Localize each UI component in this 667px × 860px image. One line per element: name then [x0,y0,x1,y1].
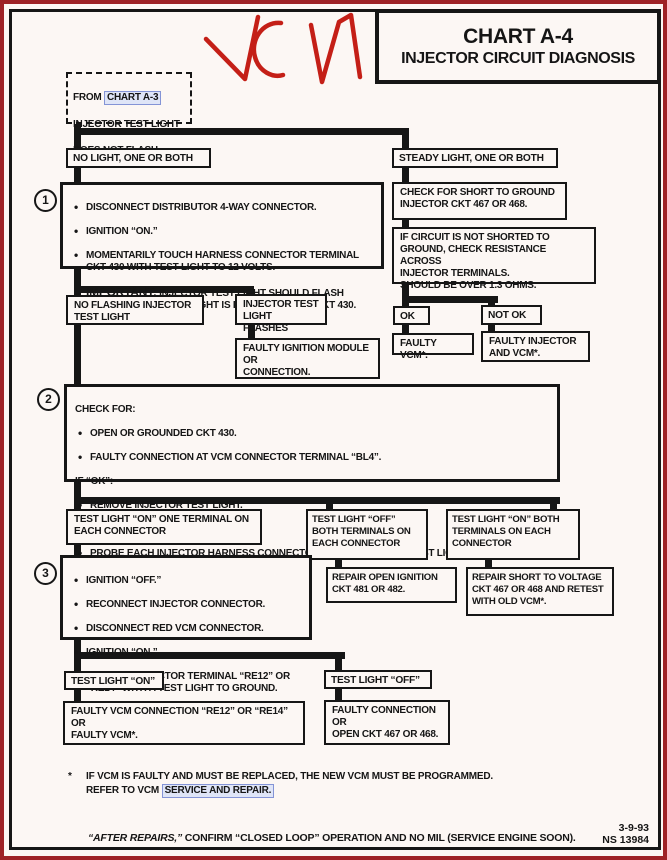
box-no-light-header: NO LIGHT, ONE OR BOTH [66,148,211,168]
box-test-light-off: TEST LIGHT “OFF” [324,670,432,689]
box-faulty-ignition-module: FAULTY IGNITION MODULE OR CONNECTION. [235,338,380,379]
paper: CHART A-4 INJECTOR CIRCUIT DIAGNOSIS [4,4,663,856]
box-not-ok: NOT OK [481,305,542,325]
box-faulty-vcm-connection: FAULTY VCM CONNECTION “RE12” OR “RE14” O… [63,701,305,745]
box-test-light-on: TEST LIGHT “ON” [64,671,164,690]
chart-title: CHART A-4 [463,24,573,48]
connector [402,220,409,227]
connector [402,284,409,306]
footnote-line2-prefix: REFER TO VCM [86,785,159,796]
box-repair-open-ignition: REPAIR OPEN IGNITION CKT 481 OR 482. [326,567,457,603]
box-steady-light-header: STEADY LIGHT, ONE OR BOTH [392,148,558,168]
connector [402,296,498,303]
connector [485,560,492,567]
step2-bullet: REMOVE INJECTOR TEST LIGHT. [75,499,549,512]
revision-block: 3-9-93 NS 13984 [579,822,649,846]
connector [335,560,342,567]
footnote: IF VCM IS FAULTY AND MUST BE REPLACED, T… [86,770,646,798]
box-repair-short-voltage: REPAIR SHORT TO VOLTAGE CKT 467 OR 468 A… [466,567,614,616]
chart-subtitle: INJECTOR CIRCUIT DIAGNOSIS [401,49,635,67]
connector [248,325,255,338]
box-off-both-terminals: TEST LIGHT “OFF” BOTH TERMINALS ON EACH … [306,509,428,560]
connector [247,286,254,296]
box-ok: OK [393,306,430,325]
connector [74,482,81,509]
after-repairs-text: CONFIRM “CLOSED LOOP” OPERATION AND NO M… [184,832,576,844]
step2-bullet: OPEN OR GROUNDED CKT 430. [75,427,549,440]
connector [402,325,409,333]
step2-mid: IF “OK”: [75,476,113,487]
document-number: NS 13984 [602,834,649,846]
connector [74,325,81,384]
connector [74,269,81,296]
from-label: FROM [73,92,102,103]
service-and-repair-link[interactable]: SERVICE AND REPAIR. [161,784,275,798]
step1-bullet: MOMENTARILY TOUCH HARNESS CONNECTOR TERM… [71,249,373,274]
connector [488,296,495,306]
box-step-2: CHECK FOR: OPEN OR GROUNDED CKT 430. FAU… [64,384,560,559]
connector [402,135,409,150]
box-faulty-vcm: FAULTY VCM*. [392,333,474,361]
footnote-star: * [68,771,72,782]
step3-bullet: DISCONNECT RED VCM CONNECTOR. [71,622,301,635]
box-step-3: IGNITION “OFF.” RECONNECT INJECTOR CONNE… [60,555,312,694]
page-frame [9,9,661,850]
box-on-one-terminal: TEST LIGHT “ON” ONE TERMINAL ON EACH CON… [66,509,262,545]
connector [74,122,81,150]
after-repairs-note: “AFTER REPAIRS,” CONFIRM “CLOSED LOOP” O… [88,831,608,845]
handwritten-letter-m [308,12,363,85]
step1-bullet: DISCONNECT DISTRIBUTOR 4-WAY CONNECTOR. [71,201,373,214]
connector [74,286,254,293]
footnote-line1: IF VCM IS FAULTY AND MUST BE REPLACED, T… [86,771,493,782]
step1-bullet: IGNITION “ON.” [71,225,373,238]
start-box: FROM CHART A-3 INJECTOR TEST LIGHT DOES … [66,72,192,156]
connector [335,689,342,700]
revision-date: 3-9-93 [618,822,649,834]
connector [402,168,409,182]
step3-bullet: IGNITION “OFF.” [71,574,301,587]
connector [74,168,81,182]
handwritten-letter-v [203,14,261,82]
step3-bullet: RECONNECT INJECTOR CONNECTOR. [71,598,301,611]
start-line1: FROM CHART A-3 [73,91,185,105]
chart-title-box: CHART A-4 INJECTOR CIRCUIT DIAGNOSIS [375,9,661,84]
step-1-badge: 1 [34,189,57,212]
box-light-flashes: INJECTOR TEST LIGHT FLASHES [235,294,327,334]
box-check-resistance: IF CIRCUIT IS NOT SHORTED TO GROUND, CHE… [392,227,596,291]
box-faulty-injector-vcm: FAULTY INJECTOR AND VCM*. [481,331,590,362]
connector [74,690,81,701]
start-line2: INJECTOR TEST LIGHT [73,119,180,130]
step2-head: CHECK FOR: [75,404,136,415]
step-3-badge: 3 [34,562,57,585]
box-on-both-terminals: TEST LIGHT “ON” BOTH TERMINALS ON EACH C… [446,509,580,560]
box-check-short: CHECK FOR SHORT TO GROUND INJECTOR CKT 4… [392,182,567,220]
step-2-badge: 2 [37,388,60,411]
footnote-line2: REFER TO VCM SERVICE AND REPAIR. [86,784,646,798]
after-repairs-label: “AFTER REPAIRS,” [88,832,183,844]
connector [335,652,342,670]
box-faulty-connection-open: FAULTY CONNECTION OR OPEN CKT 467 OR 468… [324,700,450,745]
handwritten-letter-c [251,20,286,78]
box-step-1: DISCONNECT DISTRIBUTOR 4-WAY CONNECTOR. … [60,182,384,311]
connector [550,504,557,510]
box-no-flashing: NO FLASHING INJECTOR TEST LIGHT [66,295,204,325]
connector [488,325,495,331]
step3-bullet: IGNITION “ON.” [71,646,301,659]
handwritten-vcm-annotation [203,12,363,85]
chart-a3-link[interactable]: CHART A-3 [103,91,162,105]
step2-bullet: FAULTY CONNECTION AT VCM CONNECTOR TERMI… [75,451,549,464]
connector [74,128,409,135]
